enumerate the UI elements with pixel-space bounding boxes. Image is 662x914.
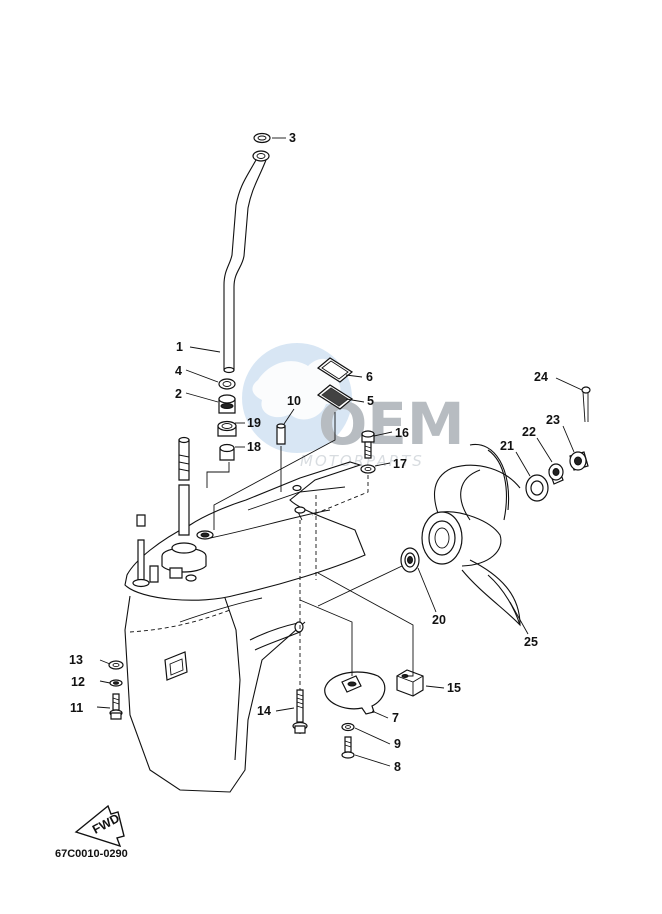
callout-14: 14	[257, 704, 271, 718]
callout-25: 25	[524, 635, 538, 649]
callout-12: 12	[71, 675, 85, 689]
callout-19: 19	[247, 416, 261, 430]
propeller	[421, 443, 521, 627]
callout-8: 8	[394, 760, 401, 774]
bolt-16-17	[311, 430, 376, 516]
trim-tab	[299, 599, 386, 715]
water-tube	[223, 150, 270, 374]
bolt-14	[292, 689, 308, 734]
leader-lines	[96, 137, 583, 767]
callout-17: 17	[393, 457, 407, 471]
callout-22: 22	[522, 425, 536, 439]
callout-2: 2	[175, 387, 182, 401]
callout-15: 15	[447, 681, 461, 695]
lower-casing	[124, 436, 366, 793]
callout-21: 21	[500, 439, 514, 453]
callout-4: 4	[175, 364, 182, 378]
anode	[317, 572, 424, 697]
bolt-11-12-13	[108, 660, 124, 720]
callout-6: 6	[366, 370, 373, 384]
callout-16: 16	[395, 426, 409, 440]
callout-1: 1	[176, 340, 183, 354]
callout-9: 9	[394, 737, 401, 751]
callout-3: 3	[289, 131, 296, 145]
rubber-seals	[213, 357, 354, 530]
callout-11: 11	[70, 701, 83, 715]
callout-24: 24	[534, 370, 548, 384]
callout-5: 5	[367, 394, 374, 408]
grommet-stack	[206, 378, 237, 488]
thrust-spacer	[317, 547, 420, 607]
seal-ring-top	[253, 132, 271, 144]
bolt-8-9	[341, 722, 355, 759]
callout-labels: 3 1 4 2 19 18 10 6 5 16 17 24 23 22 21 2…	[69, 131, 560, 774]
prop-hardware	[525, 386, 591, 502]
callout-13: 13	[69, 653, 83, 667]
watermark-subtitle: MOTORPARTS	[300, 452, 424, 470]
callout-20: 20	[432, 613, 446, 627]
callout-23: 23	[546, 413, 560, 427]
callout-18: 18	[247, 440, 261, 454]
oem-motorparts-watermark: OEM MOTORPARTS	[242, 343, 465, 470]
dowel-pin	[276, 423, 286, 492]
callout-7: 7	[392, 711, 399, 725]
callout-10: 10	[287, 394, 301, 408]
drawing-code: 67C0010-0290	[55, 848, 128, 860]
fwd-arrow-icon: FWD	[74, 804, 125, 848]
